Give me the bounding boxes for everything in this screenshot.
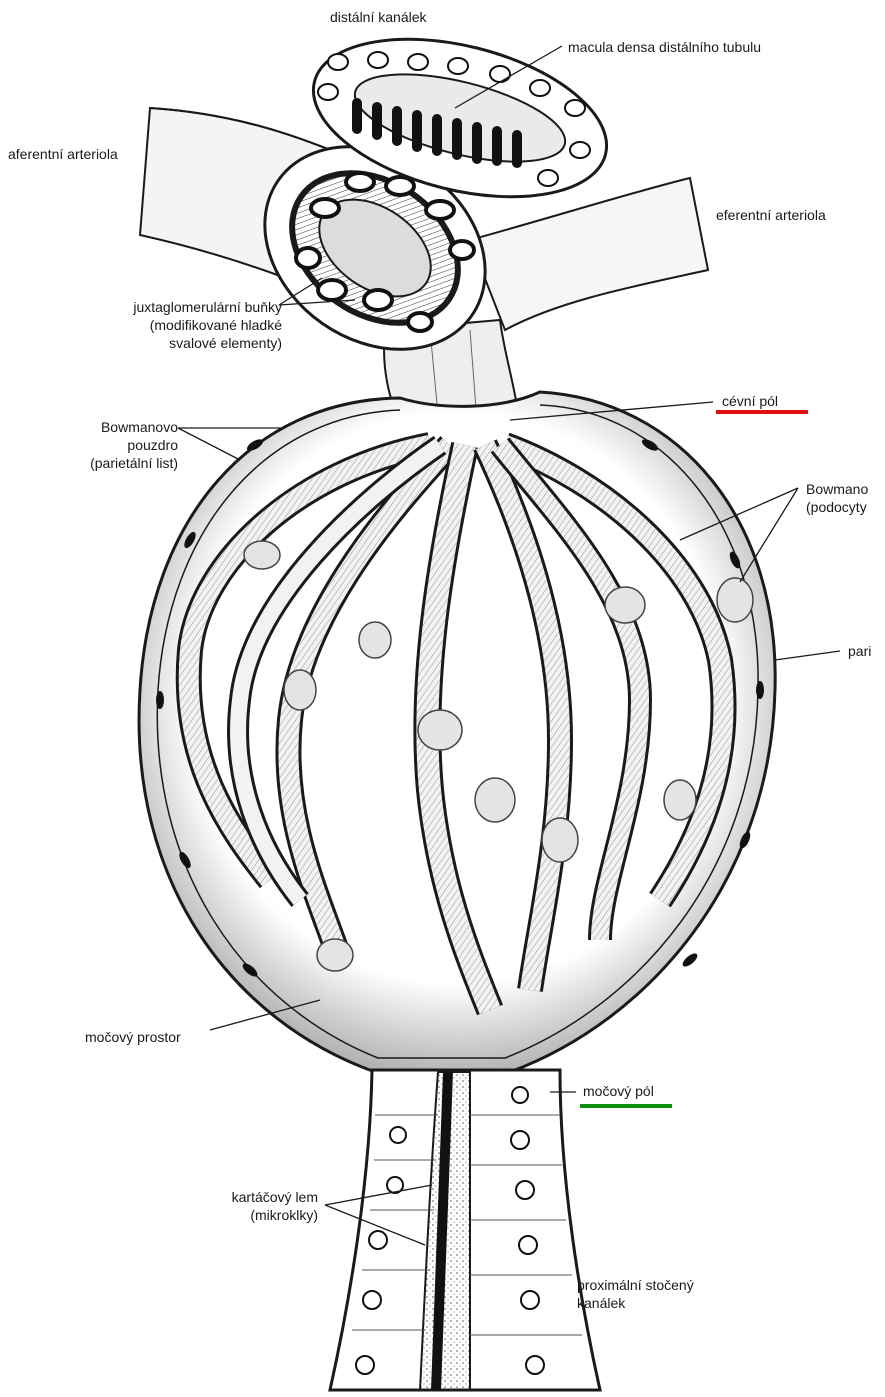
label-bowman-line3: (parietální list) xyxy=(55,454,178,472)
label-urinary-pole: močový pól xyxy=(583,1082,654,1100)
label-urinary-space-text: močový prostor xyxy=(85,1028,181,1046)
label-parietal-cut-text: pari xyxy=(848,642,871,660)
label-afferent-arteriole-text: aferentní arteriola xyxy=(8,145,118,163)
urinary-pole-underline xyxy=(580,1104,672,1108)
label-parietal-cut: pari xyxy=(848,642,871,660)
label-bowman-visceral: Bowmano (podocyty xyxy=(806,480,868,516)
label-juxta-line1: juxtaglomerulární buňky xyxy=(72,298,282,316)
label-afferent-arteriole: aferentní arteriola xyxy=(8,145,118,163)
vascular-pole-underline xyxy=(716,410,808,414)
label-macula-densa-text: macula densa distálního tubulu xyxy=(568,38,761,56)
label-juxta-line3: svalové elementy) xyxy=(72,334,282,352)
label-macula-densa: macula densa distálního tubulu xyxy=(568,38,761,56)
proximal-tubule xyxy=(330,1070,600,1390)
efferent-arteriole xyxy=(470,178,708,330)
label-bowman-visceral-line2: (podocyty xyxy=(806,498,868,516)
label-urinary-pole-text: močový pól xyxy=(583,1082,654,1100)
label-efferent-arteriole-text: eferentní arteriola xyxy=(716,206,826,224)
label-brush-border: kartáčový lem (mikroklky) xyxy=(200,1188,318,1224)
label-efferent-arteriole: eferentní arteriola xyxy=(716,206,826,224)
label-proximal-line2: kanálek xyxy=(577,1294,694,1312)
label-proximal-line1: proximální stočený xyxy=(577,1276,694,1294)
label-distal-tubule-text: distální kanálek xyxy=(330,8,427,26)
label-bowman-line1: Bowmanovo xyxy=(55,418,178,436)
label-distal-tubule: distální kanálek xyxy=(330,8,427,26)
label-juxta-line2: (modifikované hladké xyxy=(72,316,282,334)
label-vascular-pole: cévní pól xyxy=(722,392,778,410)
label-urinary-space: močový prostor xyxy=(85,1028,181,1046)
label-bowman-line2: pouzdro xyxy=(55,436,178,454)
label-brush-border-line1: kartáčový lem xyxy=(200,1188,318,1206)
label-juxtaglomerular-cells: juxtaglomerulární buňky (modifikované hl… xyxy=(72,298,282,352)
label-bowman-capsule: Bowmanovo pouzdro (parietální list) xyxy=(55,418,178,472)
label-bowman-visceral-line1: Bowmano xyxy=(806,480,868,498)
label-proximal-tubule: proximální stočený kanálek xyxy=(577,1276,694,1312)
label-vascular-pole-text: cévní pól xyxy=(722,392,778,410)
label-brush-border-line2: (mikroklky) xyxy=(200,1206,318,1224)
